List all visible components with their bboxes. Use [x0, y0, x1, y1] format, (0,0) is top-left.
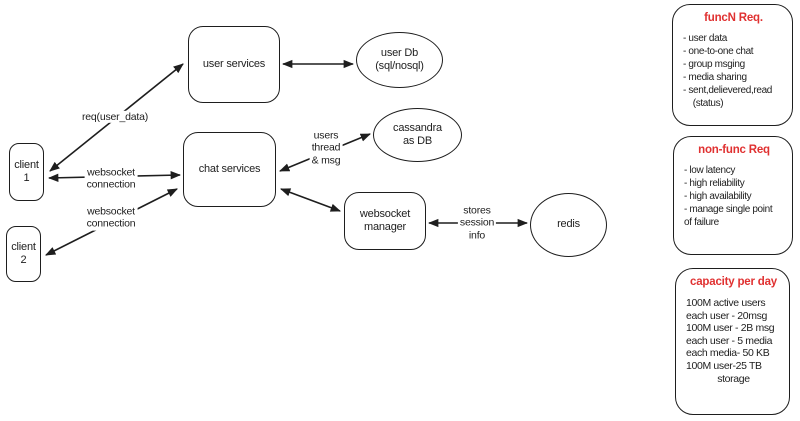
panel-functional-title: funcN Req. — [704, 12, 763, 24]
edge-label-stores-session-info: stores session info — [457, 204, 497, 242]
node-client-2: client 2 — [6, 226, 41, 282]
list-item: - user data — [683, 33, 727, 44]
list-item: each user - 20msg — [686, 309, 768, 322]
list-item: 100M user - 2B msg — [686, 322, 775, 335]
edge-label-websocket-connection-2: websocket connection — [84, 205, 138, 231]
list-item: - media sharing — [683, 71, 747, 83]
node-redis: redis — [530, 193, 607, 257]
node-cassandra: cassandra as DB — [373, 108, 462, 162]
list-item: - low latency — [684, 165, 736, 176]
list-item: - one-to-one chat — [683, 45, 754, 57]
list-item: each user - 5 media — [686, 334, 773, 347]
panel-functional-list: - user data - one-to-one chat - group ms… — [683, 33, 784, 110]
node-websocket-manager: websocket manager — [344, 192, 426, 250]
list-item: - high availability — [684, 190, 752, 202]
list-item: each media- 50 KB — [686, 347, 770, 360]
node-user-db: user Db (sql/nosql) — [356, 32, 443, 88]
panel-capacity-per-day: capacity per day 100M active users each … — [675, 268, 790, 415]
list-item: 100M user-25 TB — [686, 359, 762, 372]
list-item: - high reliability — [684, 177, 745, 189]
node-user-services: user services — [188, 26, 280, 103]
list-item: - manage single point of failure — [684, 203, 773, 228]
list-item: storage — [717, 372, 750, 385]
node-client-1: client 1 — [9, 143, 44, 201]
list-item: - sent,delievered,read (status) — [683, 84, 773, 109]
edge-label-websocket-connection-1: websocket connection — [84, 166, 138, 192]
list-item: - group msging — [683, 58, 745, 70]
panel-capacity-title: capacity per day — [690, 276, 777, 288]
list-item: 100M active users — [686, 297, 766, 309]
node-chat-services: chat services — [183, 132, 276, 207]
arrow-chat-services-websocket-manager — [280, 188, 341, 212]
edge-label-users-thread-msg: users thread & msg — [309, 129, 343, 167]
panel-functional-requirements: funcN Req. - user data - one-to-one chat… — [672, 4, 793, 126]
panel-non-functional-requirements: non-func Req - low latency - high reliab… — [673, 136, 793, 255]
panel-capacity-list: 100M active users each user - 20msg 100M… — [686, 297, 781, 385]
panel-non-functional-title: non-func Req — [698, 144, 770, 156]
panel-non-functional-list: - low latency - high reliability - high … — [684, 165, 784, 230]
edge-label-req-user-data: req(user_data) — [79, 110, 151, 124]
